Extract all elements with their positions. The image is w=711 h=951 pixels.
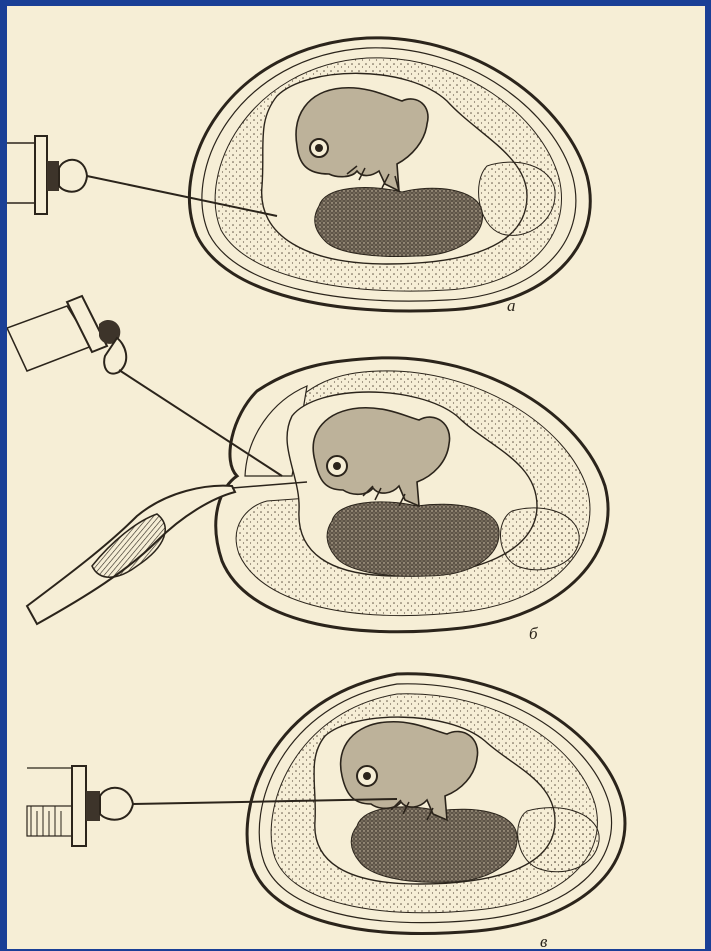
yolk-sac (351, 807, 517, 882)
panel-label-b: б (529, 624, 538, 643)
albumen-sac (518, 808, 599, 872)
yolk-sac (327, 502, 499, 576)
figure-frame: a б (7, 6, 705, 949)
panel-label-c: в (540, 932, 548, 949)
panel-label-a: a (507, 296, 516, 315)
albumen-sac (501, 508, 580, 570)
yolk-sac (315, 188, 483, 257)
